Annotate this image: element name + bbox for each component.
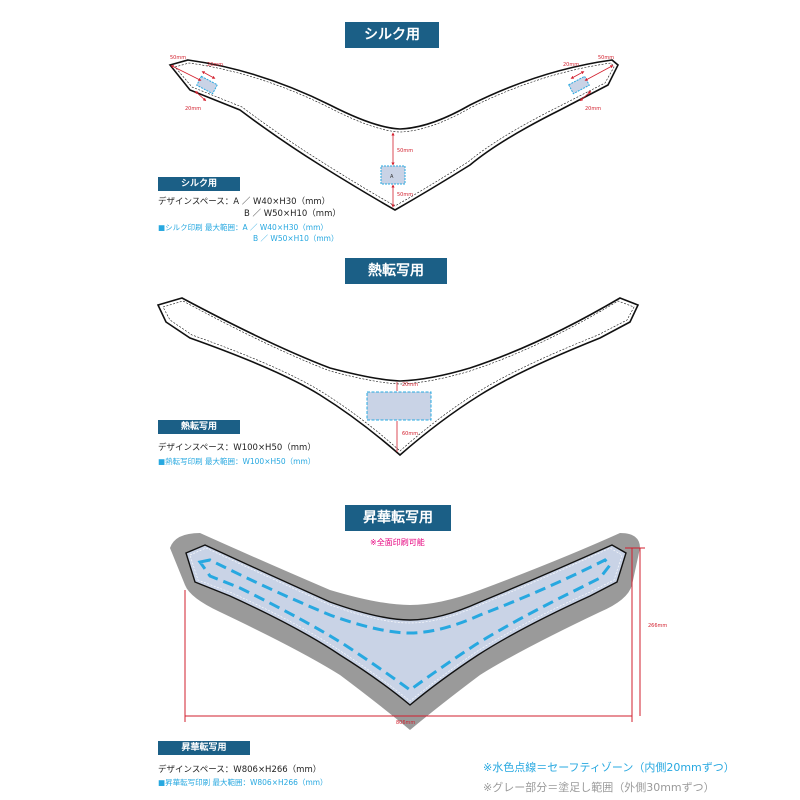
- silk-section-banner: シルク用: [345, 22, 439, 48]
- silk-print-b: B ／ W50×H10（mm）: [253, 234, 339, 243]
- heat-dim-60: 60mm: [402, 431, 418, 437]
- silk-dim-20-left-bottom: 20mm: [185, 106, 201, 112]
- silk-dim-50-center-bottom: 50mm: [397, 192, 413, 198]
- sublimation-full-print-note: ※全面印刷可能: [370, 538, 425, 547]
- silk-dim-50-center-top: 50mm: [397, 148, 413, 154]
- heat-print: ■熱転写印刷 最大範囲：W100×H50（mm）: [158, 457, 316, 466]
- sublimation-bandana-outline: [185, 544, 627, 706]
- silk-dim-20-right-bottom: 20mm: [585, 106, 601, 112]
- heat-dim-20: 20mm: [402, 382, 418, 388]
- silk-dim-50-left: 50mm: [170, 55, 186, 61]
- heat-section-banner: 熱転写用: [345, 258, 447, 284]
- sublimation-spec: デザインスペース：W806×H266（mm）: [158, 765, 322, 775]
- heat-bandana-outline: [156, 297, 640, 457]
- silk-bandana-stitch: [174, 62, 615, 207]
- silk-area-a: [380, 165, 406, 185]
- silk-spec-b: B ／ W50×H10（mm）: [244, 209, 341, 219]
- legend-safety-zone: ※水色点線＝セーフティゾーン（内側20mmずつ）: [483, 761, 735, 774]
- sublimation-safety-zone: [197, 558, 612, 692]
- heat-sub-label: 熱転写用: [158, 420, 240, 434]
- sublimation-print: ■昇華転写印刷 最大範囲：W806×H266（mm）: [158, 778, 328, 787]
- sublimation-section-banner: 昇華転写用: [345, 505, 451, 531]
- heat-spec: デザインスペース：W100×H50（mm）: [158, 443, 316, 453]
- silk-print-a: ■シルク印刷 最大範囲：A ／ W40×H30（mm）: [158, 223, 328, 232]
- silk-dim-20-left-top: 20mm: [207, 62, 223, 68]
- sublimation-sub-label: 昇華転写用: [158, 741, 250, 755]
- silk-area-right: [568, 75, 590, 95]
- sublimation-dim-width: 806mm: [396, 720, 415, 726]
- silk-sub-label: シルク用: [158, 177, 240, 191]
- sublimation-bandana-stitch: [189, 547, 623, 702]
- silk-bandana-diagram: 50mm 20mm 20mm 20mm 50mm 20mm 50mm 50mm …: [168, 55, 619, 211]
- silk-spec-a: デザインスペース：A ／ W40×H30（mm）: [158, 197, 331, 207]
- silk-area-a-label: A: [390, 174, 394, 180]
- silk-dim-50-right: 50mm: [598, 55, 614, 61]
- sublimation-dim-height: 266mm: [648, 623, 667, 629]
- heat-bandana-stitch: [162, 300, 635, 452]
- silk-dim-20-right-top: 20mm: [563, 62, 579, 68]
- legend-bleed-area: ※グレー部分＝塗足し範囲（外側30mmずつ）: [483, 781, 715, 794]
- heat-design-area: [366, 391, 432, 421]
- silk-area-left: [196, 75, 218, 95]
- heat-bandana-diagram: 20mm 60mm: [156, 297, 640, 457]
